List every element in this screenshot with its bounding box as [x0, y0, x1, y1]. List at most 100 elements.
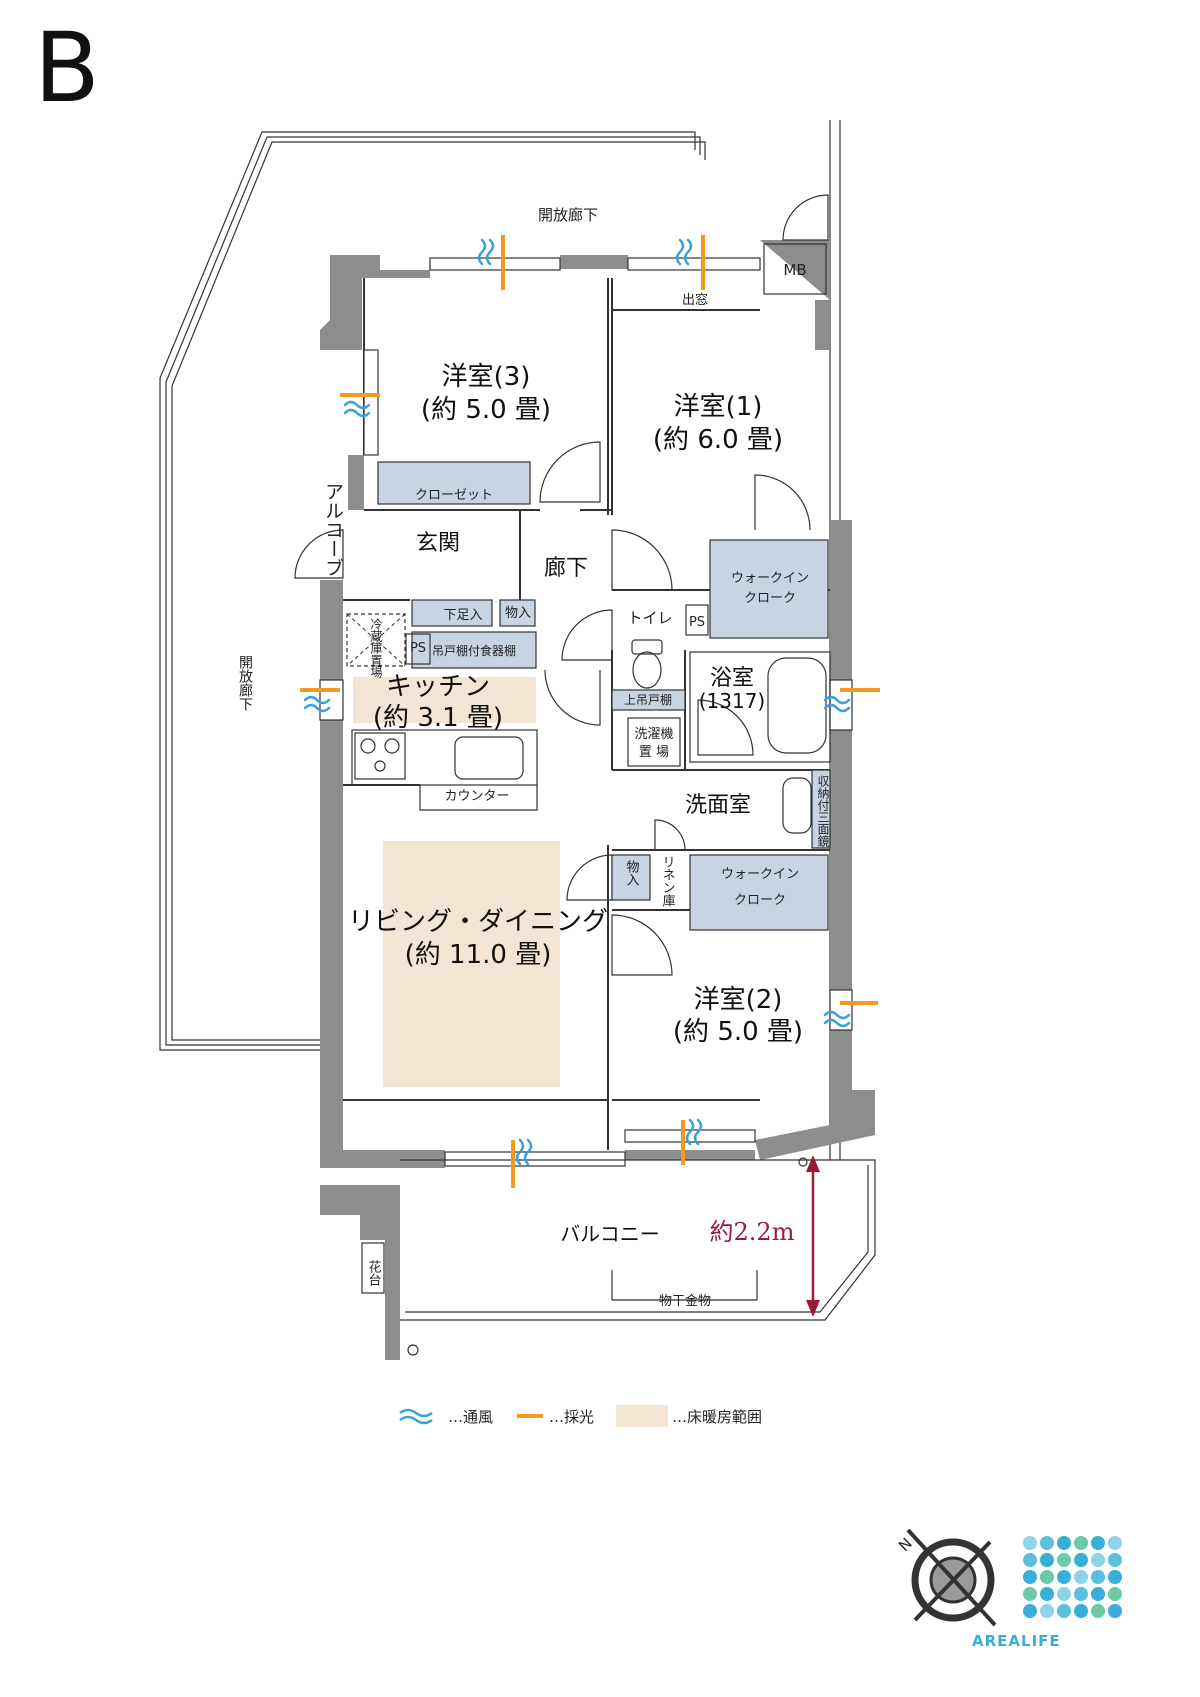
fridge-space	[346, 613, 406, 667]
western3-size: (約 5.0 畳)	[421, 395, 551, 425]
logo-dot	[1108, 1570, 1122, 1584]
kitchen-counter	[351, 729, 538, 811]
logo-dot	[1040, 1587, 1054, 1601]
logo-dot	[1074, 1570, 1088, 1584]
cupboard	[411, 631, 537, 669]
living-name: リビング・ダイニング	[348, 907, 608, 937]
upper-shelf-label: 上吊戸棚	[624, 692, 672, 707]
washroom-label: 洗面室	[685, 793, 751, 818]
logo-dot	[1040, 1570, 1054, 1584]
wind-icon	[399, 1408, 433, 1425]
flower-bed	[361, 1242, 385, 1294]
legend-heating: …床暖房範囲	[616, 1405, 762, 1427]
legend-light-label: …採光	[549, 1407, 595, 1426]
logo-dot	[1108, 1604, 1122, 1618]
bath-room-outline	[689, 651, 831, 763]
mb-box	[763, 243, 827, 295]
logo-dot	[1023, 1553, 1037, 1567]
logo-dot	[1091, 1570, 1105, 1584]
ps-box-a	[405, 633, 431, 665]
storage-mirror-label: 収納付三面鏡	[816, 775, 830, 848]
logo-dot	[1091, 1604, 1105, 1618]
storage-entrance	[499, 599, 536, 627]
exterior-walls	[320, 240, 875, 1360]
storage-living	[611, 854, 651, 901]
bath-name: 浴室	[710, 666, 754, 691]
storage-a-label: 物入	[505, 606, 531, 621]
closet-label: クローゼット	[415, 488, 493, 503]
cupboard-label: 吊戸棚付食器棚	[432, 643, 516, 658]
logo-dot	[1057, 1570, 1071, 1584]
walk-in-closet-2	[689, 854, 829, 931]
bath-size: (1317)	[699, 689, 766, 713]
western1-name: 洋室(1)	[674, 392, 763, 422]
mb-label: MB	[783, 261, 806, 279]
plan-type-label: B	[34, 12, 100, 124]
arealife-logo	[1023, 1536, 1122, 1618]
balcony-outline	[400, 1157, 876, 1356]
toilet-label: トイレ	[627, 609, 672, 627]
fridge-label: 冷蔵庫置場	[369, 618, 383, 679]
kitchen-floor-heating	[353, 677, 536, 723]
toilet-fixture	[631, 639, 663, 689]
logo-dot	[1023, 1536, 1037, 1550]
western3-name: 洋室(3)	[442, 362, 531, 392]
logo-dot	[1040, 1604, 1054, 1618]
logo-dot	[1057, 1536, 1071, 1550]
storage-mirror	[811, 769, 831, 849]
washbasin	[782, 777, 812, 834]
logo-dot	[1074, 1587, 1088, 1601]
bathtub	[767, 657, 827, 754]
windows	[319, 257, 853, 1167]
logo-dot	[1057, 1604, 1071, 1618]
western2-size: (約 5.0 畳)	[673, 1017, 803, 1047]
legend-wind: …通風	[398, 1406, 493, 1427]
logo-text: AREALIFE	[972, 1632, 1061, 1650]
legend: …通風 …採光 …床暖房範囲	[398, 1405, 776, 1427]
compass-icon	[906, 1528, 997, 1627]
bay-window-label: 出窓	[682, 292, 708, 308]
closet-3	[377, 461, 531, 505]
open-corridor-top: 開放廊下	[538, 206, 598, 224]
balcony-label: バルコニー	[560, 1222, 660, 1246]
legend-heating-label: …床暖房範囲	[672, 1407, 763, 1426]
wic-a-line2: クローク	[744, 591, 796, 606]
flower-bed-label: 花台	[366, 1259, 382, 1286]
light-markers	[300, 235, 880, 1188]
wic-a-line1: ウォークイン	[731, 571, 809, 586]
logo-dot	[1023, 1587, 1037, 1601]
western2-name: 洋室(2)	[694, 985, 783, 1015]
wic-b-line2: クローク	[734, 893, 786, 908]
shoe-storage	[411, 599, 493, 627]
western1-size: (約 6.0 畳)	[653, 425, 783, 455]
ps-box-b	[685, 604, 709, 636]
ps-b-label: PS	[689, 615, 705, 630]
hallway-label: 廊下	[544, 556, 588, 581]
logo-dot	[1091, 1536, 1105, 1550]
shoe-storage-label: 下足入	[443, 608, 482, 623]
logo-dot	[1074, 1604, 1088, 1618]
logo-dot	[1023, 1604, 1037, 1618]
logo-dot	[1057, 1553, 1071, 1567]
walk-in-closet-1	[709, 539, 829, 639]
legend-light: …採光	[515, 1406, 594, 1427]
logo-dot	[1108, 1587, 1122, 1601]
logo-dot	[1040, 1553, 1054, 1567]
balcony-depth-label: 約2.2m	[710, 1218, 795, 1246]
logo-dot	[1023, 1570, 1037, 1584]
wic-b-line1: ウォークイン	[721, 867, 799, 882]
open-corridor-left: 開放廊下	[237, 655, 253, 711]
upper-shelf	[611, 689, 686, 711]
entrance-label: 玄関	[416, 531, 460, 556]
door-swings	[294, 194, 829, 976]
kitchen-size: (約 3.1 畳)	[373, 703, 503, 733]
counter-label: カウンター	[444, 789, 509, 804]
kitchen-name: キッチン	[386, 672, 490, 702]
washer-line1: 洗濯機	[634, 727, 673, 742]
alcove-label: アルコーブ	[322, 482, 344, 577]
washer-line2: 置 場	[639, 745, 669, 760]
clothes-hanger-label: 物干金物	[659, 1293, 711, 1309]
storage-b-label: 物入	[624, 860, 640, 886]
legend-wind-label: …通風	[448, 1407, 494, 1426]
